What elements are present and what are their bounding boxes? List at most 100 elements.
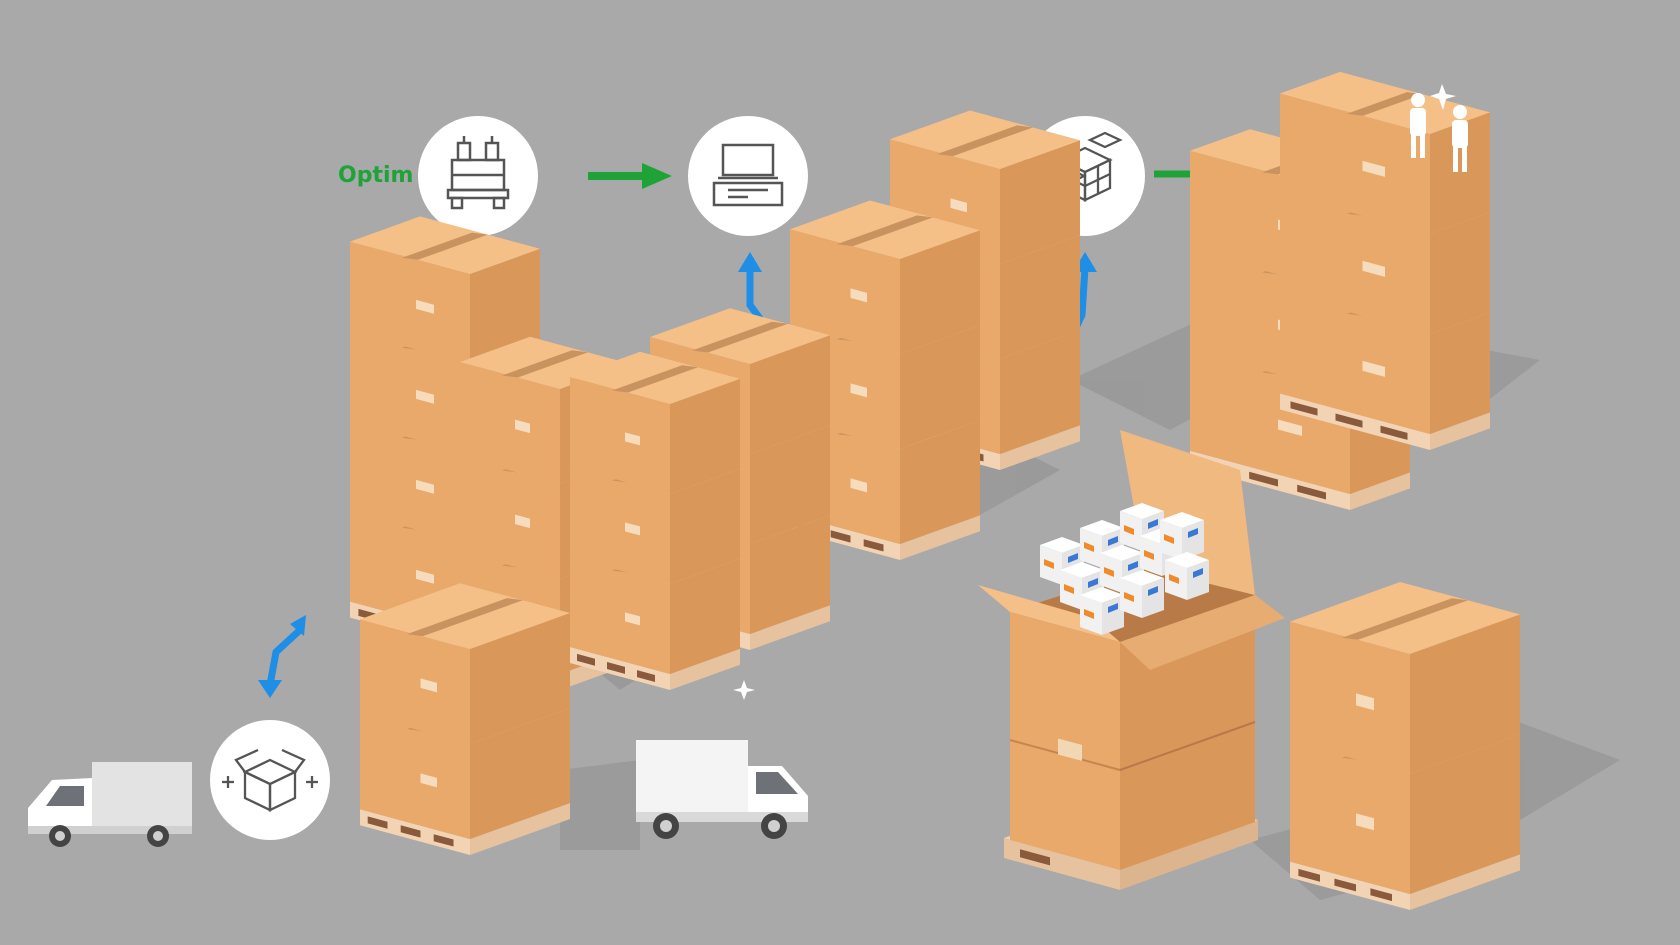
- stack-left-center: [570, 351, 740, 690]
- box-tape: [692, 321, 788, 353]
- product-carton: [1080, 520, 1124, 568]
- box-side-right: [1430, 312, 1490, 434]
- box-side-right: [1000, 235, 1080, 359]
- box-side-left: [570, 557, 670, 674]
- product-label-orange: [1084, 609, 1094, 619]
- product-side-right: [1187, 560, 1209, 600]
- product-side-right: [1102, 595, 1124, 635]
- box-side-right: [1000, 330, 1080, 454]
- box-label: [416, 479, 434, 494]
- box-side-left: [460, 362, 560, 484]
- pallet: [570, 647, 740, 690]
- pallet: [1290, 854, 1520, 910]
- product-side-right: [1182, 520, 1204, 560]
- process-step-unpack: [210, 720, 330, 840]
- product-label-orange: [1124, 525, 1134, 535]
- box-label: [625, 612, 640, 626]
- product-label-blue: [1088, 578, 1098, 588]
- box-label: [850, 478, 867, 493]
- box-label: [420, 773, 437, 788]
- box-side-right: [1410, 614, 1520, 774]
- product-label-blue: [1108, 603, 1118, 613]
- product-carton: [1080, 587, 1124, 635]
- pallet-machine-icon: [446, 136, 510, 210]
- product-label-orange: [1124, 592, 1134, 602]
- box-label: [625, 432, 640, 446]
- box-tape: [1347, 92, 1423, 116]
- box-side-left: [1290, 621, 1410, 774]
- product-carton: [1165, 552, 1209, 600]
- pallet-side-right: [670, 648, 740, 690]
- delivery-van-icon: [28, 762, 192, 847]
- box-label: [950, 198, 967, 213]
- delivery-van: [28, 762, 192, 847]
- box-side-left: [350, 331, 470, 454]
- box-label: [850, 288, 867, 303]
- product-label-orange: [1144, 550, 1154, 560]
- pallet-slot: [830, 530, 851, 543]
- pallet-slot: [577, 653, 595, 666]
- box-side-left: [350, 241, 470, 364]
- box-tape: [837, 215, 933, 247]
- product-label-blue: [1148, 586, 1158, 596]
- box-label: [515, 419, 530, 434]
- cardboard-box: [790, 200, 980, 354]
- box-side-right: [750, 425, 830, 544]
- product-label-blue: [1128, 561, 1138, 571]
- box-tape: [402, 232, 488, 260]
- pallet-side-right: [1410, 854, 1520, 910]
- stack-far-right-rear: [1280, 71, 1490, 450]
- box-tape: [502, 350, 588, 378]
- box-tape: [937, 125, 1033, 157]
- box-side-left: [350, 421, 470, 544]
- box-label: [1362, 360, 1385, 377]
- box-side-left: [360, 619, 470, 744]
- pallet-slot: [433, 834, 454, 847]
- box-label: [416, 569, 434, 584]
- pallet-side-right: [750, 605, 830, 650]
- pallet-side-right: [900, 515, 980, 560]
- sparkle-icon: [1430, 84, 1456, 110]
- workstation-icon: [712, 143, 784, 207]
- box-side-right: [1000, 140, 1080, 264]
- product-label-blue: [1068, 553, 1078, 563]
- process-step-palletize: [418, 116, 538, 236]
- cardboard-box: [1290, 582, 1520, 774]
- pallet-slot: [400, 825, 421, 838]
- box-label: [416, 299, 434, 314]
- pallet-side-right: [1350, 472, 1410, 510]
- pallet-slot: [607, 661, 625, 674]
- box-side-left: [1290, 741, 1410, 894]
- product-carton: [1160, 512, 1204, 560]
- pallet-side-right: [1000, 425, 1080, 470]
- box-side-right: [470, 708, 570, 839]
- pallet-slot: [1249, 471, 1278, 487]
- box-side-left: [460, 457, 560, 579]
- pallet-slot: [1290, 401, 1318, 416]
- pallet-side-right: [470, 803, 570, 855]
- box-label: [1356, 693, 1374, 711]
- product-label-orange: [1044, 559, 1054, 569]
- pallet-slot: [367, 816, 388, 829]
- people-icon: [1410, 84, 1468, 172]
- box-label: [625, 522, 640, 536]
- box-label: [420, 678, 437, 693]
- box-truck-icon: [636, 740, 808, 839]
- box-label: [1362, 160, 1385, 177]
- product-label-orange: [1164, 534, 1174, 544]
- product-carton: [1120, 570, 1164, 618]
- product-label-blue: [1193, 568, 1203, 578]
- box-side-right: [750, 515, 830, 634]
- pallet: [360, 803, 570, 855]
- box-side-left: [570, 377, 670, 494]
- product-label-orange: [1169, 574, 1179, 584]
- box-side-right: [670, 378, 740, 494]
- pallet-slot: [1380, 425, 1408, 440]
- cardboard-box: [570, 351, 740, 494]
- pallet-slot: [1297, 484, 1326, 500]
- box-side-right: [1430, 212, 1490, 334]
- box-side-right: [670, 558, 740, 674]
- box-side-right: [900, 230, 980, 354]
